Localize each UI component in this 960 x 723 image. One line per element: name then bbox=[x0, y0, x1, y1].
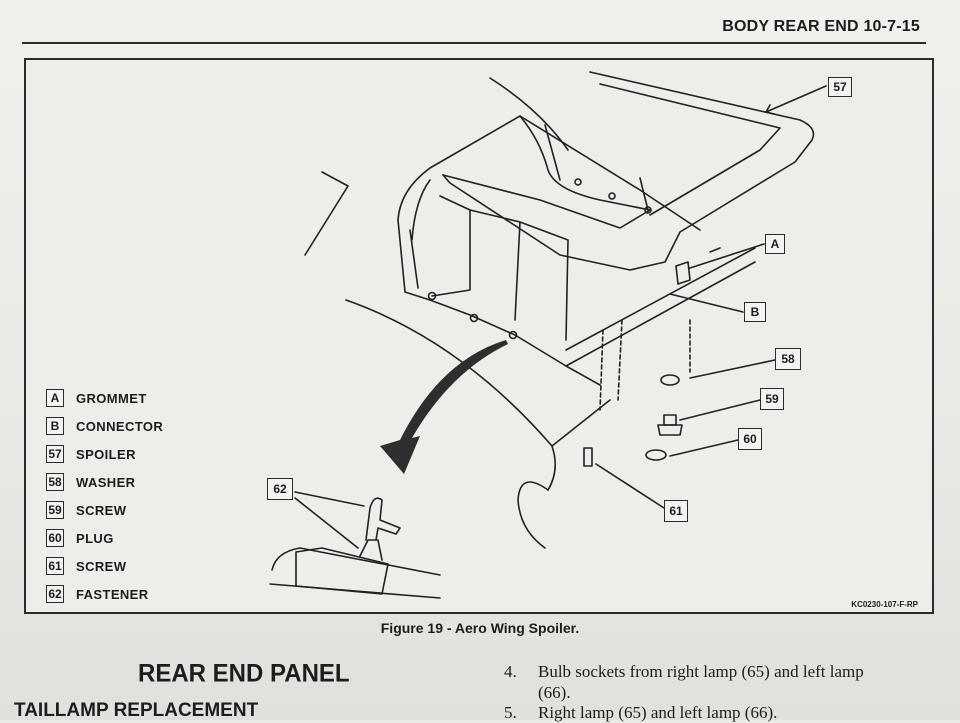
step-text: Bulb sockets from right lamp (65) and le… bbox=[538, 662, 864, 681]
legend-key: 62 bbox=[46, 585, 64, 603]
callout-58: 58 bbox=[775, 348, 801, 370]
legend-item: 57 SPOILER bbox=[46, 440, 163, 468]
direction-arrow bbox=[380, 340, 508, 474]
callout-62: 62 bbox=[267, 478, 293, 500]
callout-60: 60 bbox=[738, 428, 762, 450]
legend-label: SPOILER bbox=[76, 446, 136, 462]
legend-key: A bbox=[46, 389, 64, 407]
plug-part bbox=[645, 449, 667, 461]
section-title: REAR END PANEL bbox=[138, 659, 350, 688]
callout-59: 59 bbox=[760, 388, 784, 410]
legend-key: 59 bbox=[46, 501, 64, 519]
legend-label: WASHER bbox=[76, 474, 136, 490]
legend-label: SCREW bbox=[76, 502, 127, 518]
legend-key: 57 bbox=[46, 445, 64, 463]
spoiler-wing bbox=[442, 71, 815, 271]
legend-label: PLUG bbox=[76, 530, 114, 546]
legend-item: 59 SCREW bbox=[46, 496, 163, 524]
legend-key: 61 bbox=[46, 557, 64, 575]
figure-code: KC0230-107-F-RP bbox=[851, 600, 918, 609]
callout-b: B bbox=[744, 302, 766, 322]
trunk-outline bbox=[397, 115, 701, 231]
step-item: 4. Bulb sockets from right lamp (65) and … bbox=[504, 662, 864, 682]
legend-item: 58 WASHER bbox=[46, 468, 163, 496]
washer-part bbox=[660, 374, 680, 386]
rear-window-edge bbox=[304, 171, 349, 256]
legend-key: B bbox=[46, 417, 64, 435]
step-text: Right lamp (65) and left lamp (66). bbox=[538, 703, 778, 722]
step-item: 5. Right lamp (65) and left lamp (66). bbox=[504, 703, 777, 723]
header-rule bbox=[22, 42, 926, 44]
step-number: 5. bbox=[504, 703, 517, 722]
legend-item: A GROMMET bbox=[46, 384, 163, 412]
callout-61: 61 bbox=[664, 500, 688, 522]
legend-key: 58 bbox=[46, 473, 64, 491]
figure-caption: Figure 19 - Aero Wing Spoiler. bbox=[380, 620, 580, 636]
quarter-panel-line bbox=[345, 299, 556, 491]
legend-item: B CONNECTOR bbox=[46, 412, 163, 440]
screw-61-part bbox=[583, 447, 593, 467]
fastener-part bbox=[365, 497, 401, 541]
callout-57: 57 bbox=[828, 77, 852, 97]
figure-legend: A GROMMET B CONNECTOR 57 SPOILER 58 WASHER 5… bbox=[46, 384, 163, 608]
legend-item: 62 FASTENER bbox=[46, 580, 163, 608]
screw-part bbox=[657, 424, 683, 436]
callout-a: A bbox=[765, 234, 785, 254]
figure-frame bbox=[24, 58, 934, 614]
legend-item: 61 SCREW bbox=[46, 552, 163, 580]
legend-item: 60 PLUG bbox=[46, 524, 163, 552]
page-header: BODY REAR END 10-7-15 bbox=[722, 18, 920, 35]
legend-label: CONNECTOR bbox=[76, 418, 164, 434]
legend-label: GROMMET bbox=[76, 390, 147, 406]
legend-label: SCREW bbox=[76, 558, 127, 574]
section-subtitle: TAILLAMP REPLACEMENT bbox=[14, 700, 259, 721]
step-number: 4. bbox=[504, 662, 517, 681]
fastener-base bbox=[295, 547, 389, 595]
step-continuation: (66). bbox=[538, 683, 571, 702]
legend-key: 60 bbox=[46, 529, 64, 547]
legend-label: FASTENER bbox=[76, 586, 149, 602]
